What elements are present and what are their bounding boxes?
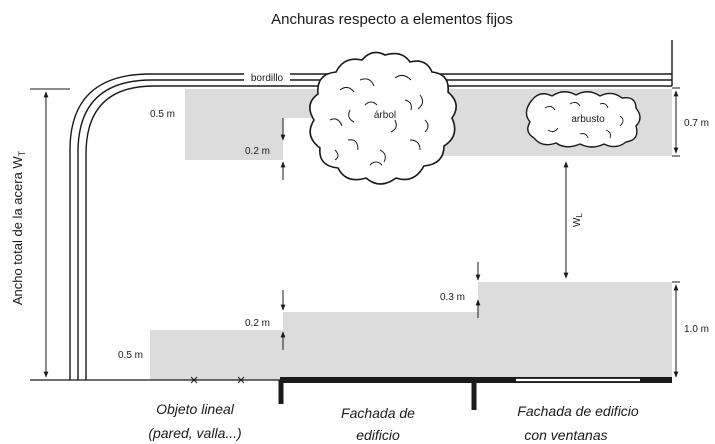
ground-line <box>30 377 672 410</box>
window-facade-caption-1: Fachada de edificio <box>517 403 639 419</box>
shrub-label: arbusto <box>571 114 605 125</box>
total-width-dimension <box>30 88 70 381</box>
shrub-strip-label: 0.7 m <box>684 118 709 129</box>
facade-band <box>150 282 672 380</box>
linear-gap-label: 0.2 m <box>245 318 270 329</box>
curb-lines <box>69 40 673 380</box>
curb-band <box>185 89 330 160</box>
curb-strip-label: 0.5 m <box>150 109 175 120</box>
facade-caption-2: edificio <box>356 427 400 443</box>
linear-object-strip-label: 0.5 m <box>118 350 143 361</box>
shrub-icon <box>525 91 641 148</box>
shrub-strip-dimension <box>672 87 680 157</box>
window-gap-label: 0.3 m <box>440 292 465 303</box>
diagram-title: Anchuras respecto a elementos fijos <box>271 11 513 28</box>
linear-object-caption-1: Objeto lineal <box>156 401 235 417</box>
window-facade-caption-2: con ventanas <box>524 427 607 443</box>
facade-caption-1: Fachada de <box>341 405 415 421</box>
total-width-label: Ancho total de la acera WT <box>10 150 27 305</box>
tree-icon <box>309 51 457 185</box>
curb-gap-label: 0.2 m <box>245 146 270 157</box>
curb-label: bordillo <box>251 73 284 84</box>
facade-strip-dimension <box>672 281 680 378</box>
fence-markers <box>190 376 245 384</box>
free-width-label: WL <box>572 213 584 227</box>
linear-object-caption-2: (pared, valla...) <box>148 425 241 441</box>
facade-strip-label: 1.0 m <box>684 324 709 335</box>
tree-label: árbol <box>374 110 396 121</box>
